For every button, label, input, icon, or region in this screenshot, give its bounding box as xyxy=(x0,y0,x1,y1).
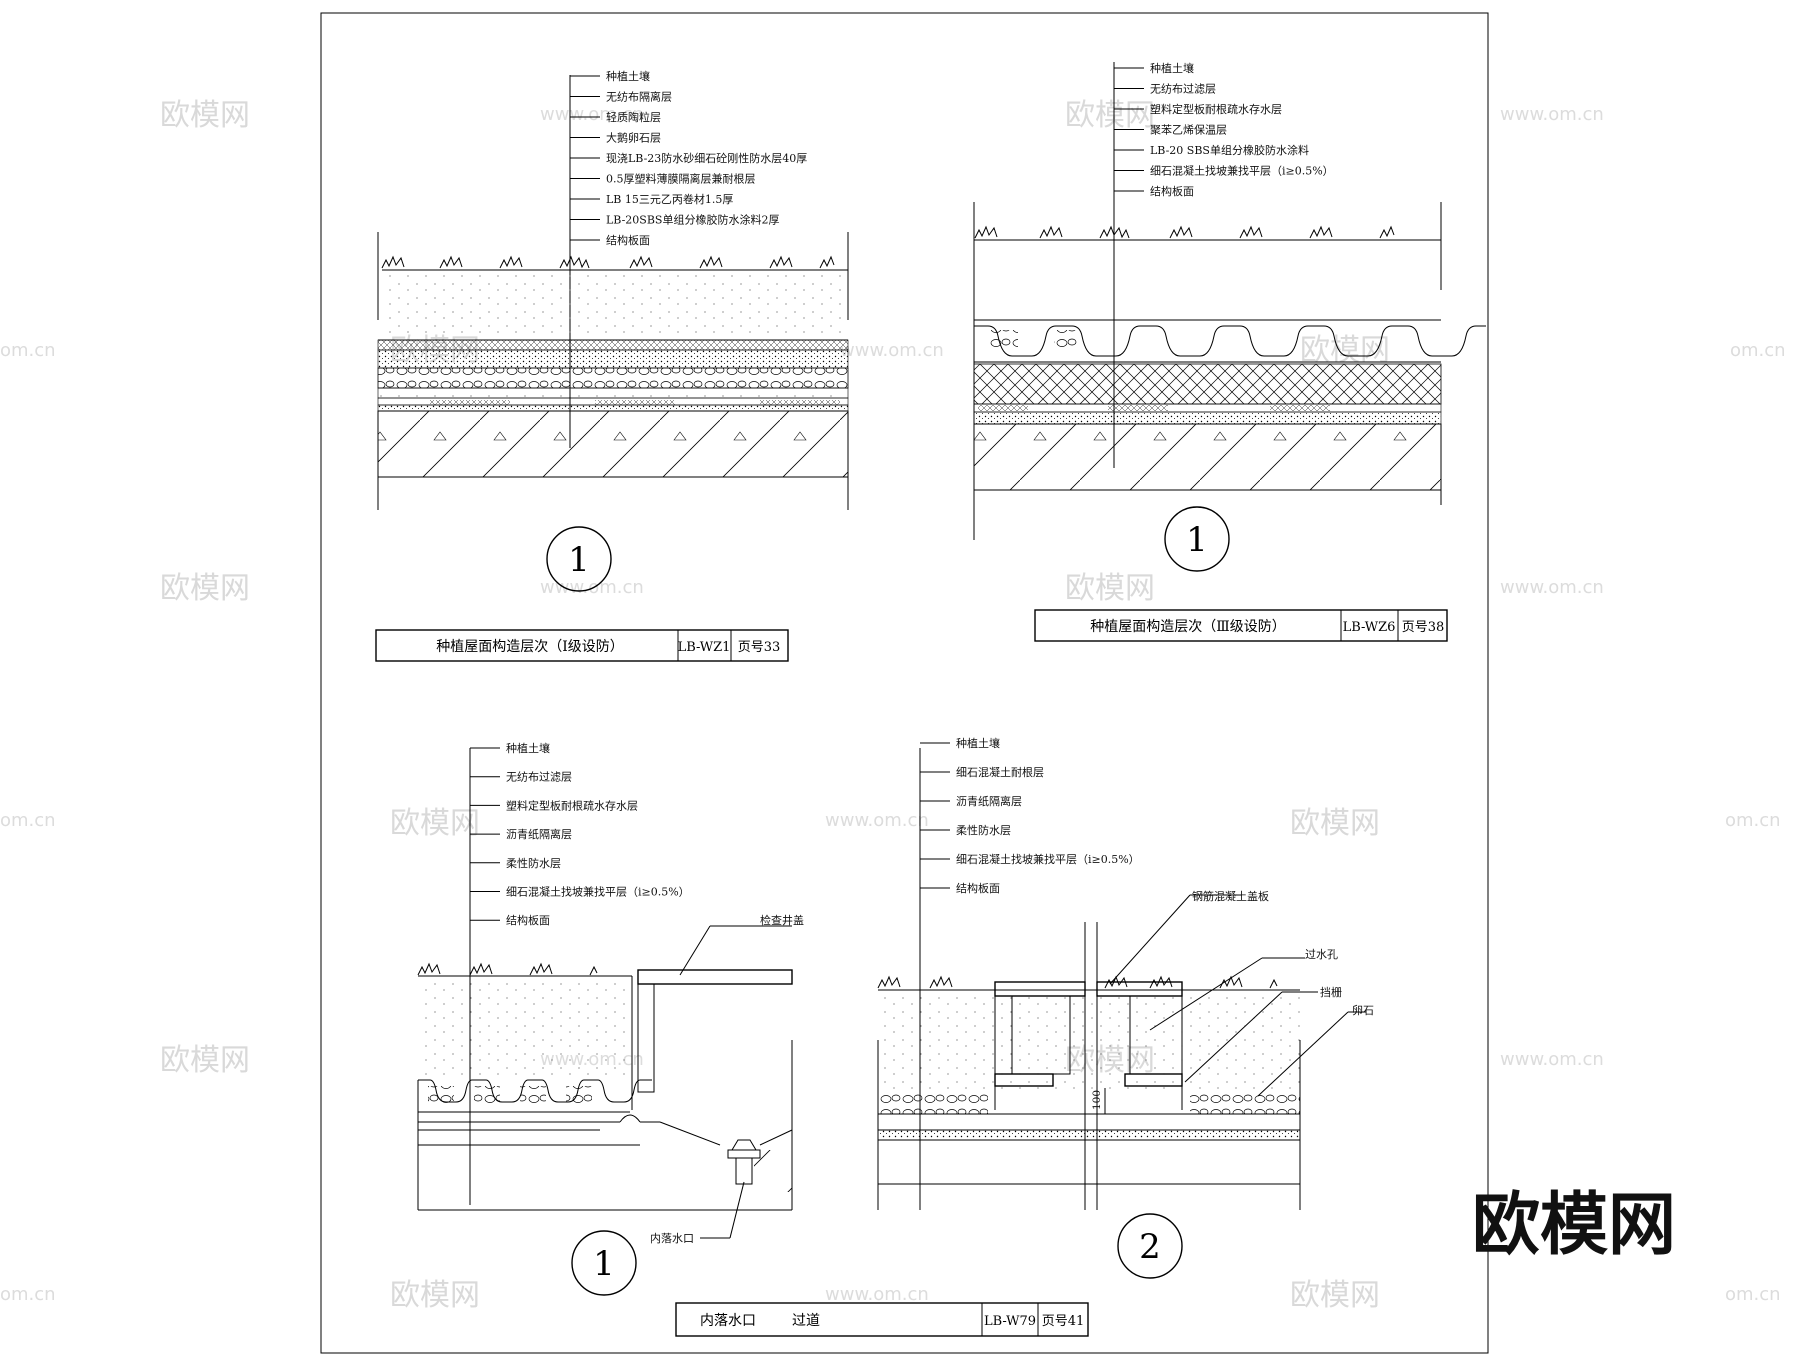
layer-label: 种植土壤 xyxy=(506,741,550,755)
watermark: 欧模网 xyxy=(390,1278,480,1313)
callout-label: 挡栅 xyxy=(1320,985,1342,999)
layer-label: 细石混凝土找坡兼找平层（i≥0.5%） xyxy=(956,852,1140,866)
detail-number: 1 xyxy=(1186,520,1208,560)
layer-label: 细石混凝土找坡兼找平层（i≥0.5%） xyxy=(506,885,690,899)
watermark: www.om.cn xyxy=(1500,104,1604,125)
layer-label: 结构板面 xyxy=(1150,184,1194,198)
layer-label: 轻质陶粒层 xyxy=(606,110,661,124)
watermark: om.cn xyxy=(1725,810,1781,831)
callout-label: 卵石 xyxy=(1352,1004,1374,1017)
site-logo: 欧模网 xyxy=(1472,1186,1676,1265)
watermark: 欧模网 xyxy=(1290,806,1380,841)
detail-number: 2 xyxy=(1139,1227,1161,1267)
layer-label: 柔性防水层 xyxy=(506,856,561,870)
detail-passage: 种植土壤细石混凝土耐根层沥青纸隔离层柔性防水层细石混凝土找坡兼找平层（i≥0.5… xyxy=(877,736,1374,1279)
watermark: 欧模网 xyxy=(1065,98,1155,133)
watermark: 欧模网 xyxy=(160,1043,250,1078)
layer-labels: 种植土壤细石混凝土耐根层沥青纸隔离层柔性防水层细石混凝土找坡兼找平层（i≥0.5… xyxy=(920,736,1140,895)
detail-wz1: 种植土壤无纺布隔离层轻质陶粒层大鹅卵石层现浇LB-23防水砂细石砼刚性防水层40… xyxy=(375,69,849,662)
callout-label: 过水孔 xyxy=(1305,948,1338,961)
detail-code: LB-W79 xyxy=(984,1314,1036,1329)
layer-label: 种植土壤 xyxy=(606,69,650,83)
callout-label: 内落水口 xyxy=(650,1231,694,1245)
watermark: www.om.cn xyxy=(825,810,929,831)
layer-label: LB-20 SBS单组分橡胶防水涂料 xyxy=(1150,143,1309,157)
detail-number: 1 xyxy=(593,1244,615,1284)
layer-label: 种植土壤 xyxy=(1150,61,1194,75)
sheet-border xyxy=(320,12,1489,1354)
layer-label: 现浇LB-23防水砂细石砼刚性防水层40厚 xyxy=(606,151,807,165)
layer-label: 无纺布隔离层 xyxy=(606,90,672,104)
watermark: om.cn xyxy=(0,810,56,831)
layer-label: LB 15三元乙丙卷材1.5厚 xyxy=(606,192,733,206)
title-block xyxy=(375,629,789,662)
watermark: om.cn xyxy=(1730,340,1786,361)
layer-label: 0.5厚塑料薄膜隔离层兼耐根层 xyxy=(606,172,756,186)
layer-label: 结构板面 xyxy=(506,913,550,927)
callout-label: 检查井盖 xyxy=(760,913,804,927)
layer-labels: 种植土壤无纺布隔离层轻质陶粒层大鹅卵石层现浇LB-23防水砂细石砼刚性防水层40… xyxy=(570,69,807,247)
detail-inner-drain: 种植土壤无纺布过滤层塑料定型板耐根疏水存水层沥青纸隔离层柔性防水层细石混凝土找坡… xyxy=(417,741,804,1296)
callout-label: 钢筋混凝土盖板 xyxy=(1192,889,1269,903)
layer-label: 沥青纸隔离层 xyxy=(506,827,572,841)
detail-title: 种植屋面构造层次（Ⅲ级设防） xyxy=(1090,619,1286,635)
page-number: 页号33 xyxy=(738,640,781,655)
title-block xyxy=(1034,609,1448,642)
detail-code: LB-WZ1 xyxy=(678,640,731,655)
layer-label: 细石混凝土找坡兼找平层（i≥0.5%） xyxy=(1150,164,1334,178)
watermark: www.om.cn xyxy=(825,1284,929,1305)
watermark: 欧模网 xyxy=(160,571,250,606)
watermark: om.cn xyxy=(1725,1284,1781,1305)
detail-title: 过道 xyxy=(792,1313,820,1329)
layer-label: 结构板面 xyxy=(606,233,650,247)
layer-label: 沥青纸隔离层 xyxy=(956,794,1022,808)
watermark: 欧模网 xyxy=(160,98,250,133)
watermark: om.cn xyxy=(0,1284,56,1305)
watermark: www.om.cn xyxy=(540,104,644,125)
layer-label: 种植土壤 xyxy=(956,736,1000,750)
bottom-title-block: 内落水口 过道 LB-W79 页号41 xyxy=(675,1302,1089,1337)
layer-labels: 种植土壤无纺布过滤层塑料定型板耐根疏水存水层沥青纸隔离层柔性防水层细石混凝土找坡… xyxy=(470,741,690,927)
layer-label: 无纺布过滤层 xyxy=(1150,82,1216,96)
layer-label: 细石混凝土耐根层 xyxy=(956,765,1044,779)
page-number: 页号41 xyxy=(1042,1314,1085,1329)
dimension-label: 100 xyxy=(1091,1090,1103,1110)
watermark: 欧模网 xyxy=(1065,571,1155,606)
layer-label: 塑料定型板耐根疏水存水层 xyxy=(1150,102,1282,116)
layer-label: 聚苯乙烯保温层 xyxy=(1150,123,1227,137)
watermark: 欧模网 xyxy=(390,806,480,841)
watermark: www.om.cn xyxy=(1500,577,1604,598)
detail-code: LB-WZ6 xyxy=(1343,620,1396,635)
watermark: om.cn xyxy=(0,340,56,361)
detail-title: 种植屋面构造层次（Ⅰ级设防） xyxy=(436,639,624,655)
watermark: 欧模网 xyxy=(1290,1278,1380,1313)
watermark: www.om.cn xyxy=(540,577,644,598)
layer-label: 结构板面 xyxy=(956,881,1000,895)
page-number: 页号38 xyxy=(1402,620,1445,635)
layer-label: 无纺布过滤层 xyxy=(506,770,572,784)
layer-label: 大鹅卵石层 xyxy=(606,131,661,145)
detail-number: 1 xyxy=(568,540,590,580)
watermark: www.om.cn xyxy=(1500,1049,1604,1070)
layer-label: 柔性防水层 xyxy=(956,823,1011,837)
watermark: www.om.cn xyxy=(840,340,944,361)
detail-title: 内落水口 xyxy=(700,1313,756,1329)
layer-label: 塑料定型板耐根疏水存水层 xyxy=(506,798,638,812)
layer-label: LB-20SBS单组分橡胶防水涂料2厚 xyxy=(606,213,779,227)
